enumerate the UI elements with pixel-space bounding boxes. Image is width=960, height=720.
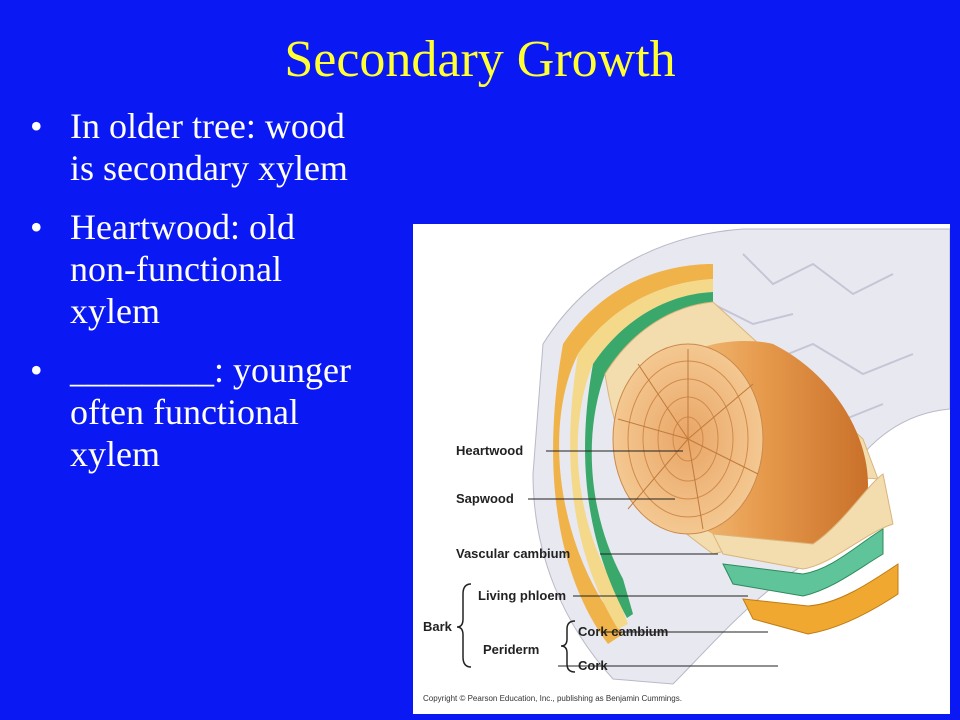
bullet-text: non-functional bbox=[70, 249, 282, 289]
label-sapwood: Sapwood bbox=[456, 491, 514, 506]
bullet-text: is secondary xylem bbox=[70, 148, 348, 188]
label-cork-cambium: Cork cambium bbox=[578, 624, 669, 639]
cambium-strip bbox=[722, 528, 884, 597]
tree-trunk-diagram: Heartwood Sapwood Vascular cambium Livin… bbox=[413, 224, 950, 714]
slide-title: Secondary Growth bbox=[284, 31, 676, 88]
bark-brace bbox=[456, 583, 472, 668]
bullet-dot: • bbox=[30, 207, 43, 247]
label-living-phloem: Living phloem bbox=[478, 588, 567, 603]
bullet-text: xylem bbox=[70, 291, 160, 331]
phloem-strip bbox=[742, 563, 899, 635]
bullet-item-wood: • In older tree: wood is secondary xylem bbox=[30, 105, 405, 189]
bullet-text: xylem bbox=[70, 434, 160, 474]
copyright-notice: Copyright © Pearson Education, Inc., pub… bbox=[423, 694, 682, 703]
bullet-dot: • bbox=[30, 106, 43, 146]
bark-texture bbox=[712, 253, 914, 425]
bullet-list: • In older tree: wood is secondary xylem… bbox=[30, 105, 405, 492]
trunk-illustration bbox=[456, 228, 950, 685]
label-periderm: Periderm bbox=[483, 642, 540, 657]
bullet-item-sapwood-blank: • ________: younger often functional xyl… bbox=[30, 349, 405, 475]
leader-lines bbox=[528, 450, 778, 667]
label-heartwood: Heartwood bbox=[456, 443, 524, 458]
periderm-brace bbox=[560, 620, 576, 673]
bullet-text: Heartwood: old bbox=[70, 207, 295, 247]
label-cork: Cork bbox=[578, 658, 608, 673]
bullet-text: ________: younger bbox=[70, 350, 351, 390]
label-vascular-cambium: Vascular cambium bbox=[456, 546, 571, 561]
sapwood-strip bbox=[712, 473, 894, 570]
bullet-item-heartwood: • Heartwood: old non-functional xylem bbox=[30, 206, 405, 332]
bullet-text: In older tree: wood bbox=[70, 106, 345, 146]
label-bark: Bark bbox=[423, 619, 452, 634]
bullet-dot: • bbox=[30, 350, 43, 390]
bullet-text: often functional bbox=[70, 392, 299, 432]
